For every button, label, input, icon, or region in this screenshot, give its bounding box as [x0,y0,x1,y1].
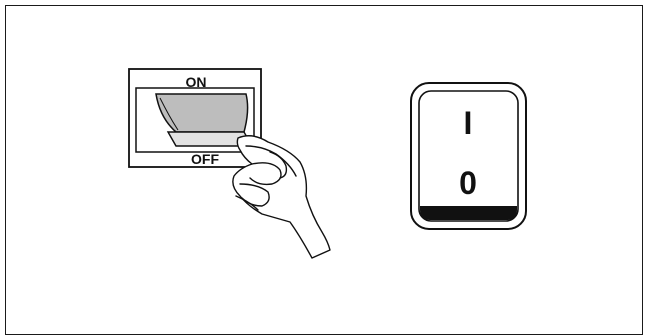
toggle-off-symbol: 0 [459,165,477,201]
switch-illustration: ON OFF I 0 [0,0,650,324]
power-toggle-icon[interactable]: I 0 [411,83,526,229]
toggle-on-symbol: I [464,105,473,141]
pointing-hand-icon [233,136,330,258]
rocker-top [156,94,248,132]
off-label: OFF [191,151,219,167]
on-label: ON [186,74,207,90]
